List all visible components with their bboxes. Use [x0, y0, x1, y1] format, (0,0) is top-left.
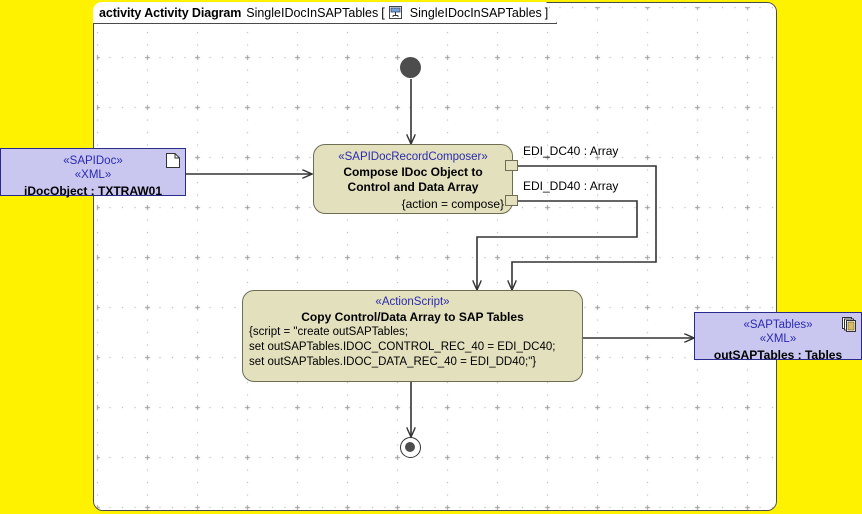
document-icon — [166, 153, 180, 168]
action2-script-line1: {script = "create outSAPTables; — [249, 326, 409, 338]
frame-bracket-open: [ — [381, 5, 385, 20]
activity-frame — [93, 2, 777, 511]
output-object-stereotype-1: «SAPTables» — [743, 319, 813, 331]
frame-name: SingleIDocInSAPTables — [246, 5, 379, 20]
object-node-idocobject[interactable]: «SAPIDoc» «XML» iDocObject : TXTRAW01 — [0, 148, 186, 198]
output-pin-edi-dc40-label: EDI_DC40 : Array — [523, 144, 619, 158]
input-object-stereotype-1: «SAPIDoc» — [63, 155, 123, 167]
activity-final-node[interactable] — [400, 437, 421, 458]
action2-name: Copy Control/Data Array to SAP Tables — [301, 310, 524, 324]
initial-node[interactable] — [400, 57, 421, 78]
table-stack-icon — [842, 317, 856, 332]
output-pin-edi-dc40[interactable] — [505, 160, 518, 171]
action-node-compose-idoc[interactable]: «SAPIDocRecordComposer» Compose IDoc Obj… — [313, 144, 513, 214]
grid-background — [94, 3, 776, 510]
input-object-stereotype-2: «XML» — [74, 169, 112, 181]
action1-name-line1: Compose IDoc Object to — [343, 165, 483, 179]
action1-constraint: {action = compose} — [401, 197, 504, 211]
action2-script-line2: set outSAPTables.IDOC_CONTROL_REC_40 = E… — [249, 341, 556, 353]
action-node-copy-to-sap-tables[interactable]: «ActionScript» Copy Control/Data Array t… — [242, 290, 583, 382]
action1-stereotype: «SAPIDocRecordComposer» — [338, 151, 488, 163]
output-object-stereotype-2: «XML» — [759, 333, 797, 345]
output-object-label: outSAPTables : Tables — [713, 348, 843, 362]
frame-keyword: activity Activity Diagram — [99, 5, 242, 20]
output-pin-edi-dd40-label: EDI_DD40 : Array — [523, 179, 619, 193]
object-node-outsaptables[interactable]: «SAPTables» «XML» outSAPTables : Tables — [694, 312, 862, 362]
frame-title-tab: activity Activity Diagram SingleIDocInSA… — [93, 2, 557, 24]
input-object-label: iDocObject : TXTRAW01 — [23, 184, 163, 198]
frame-bracket-close: ] — [544, 5, 549, 20]
action2-stereotype: «ActionScript» — [375, 296, 450, 308]
output-pin-edi-dd40[interactable] — [505, 195, 518, 206]
action1-name-line2: Control and Data Array — [347, 180, 479, 194]
frame-diagram-ref: SingleIDocInSAPTables — [409, 5, 542, 20]
activity-diagram-icon — [389, 6, 402, 19]
action2-script-line3: set outSAPTables.IDOC_DATA_REC_40 = EDI_… — [249, 356, 537, 368]
